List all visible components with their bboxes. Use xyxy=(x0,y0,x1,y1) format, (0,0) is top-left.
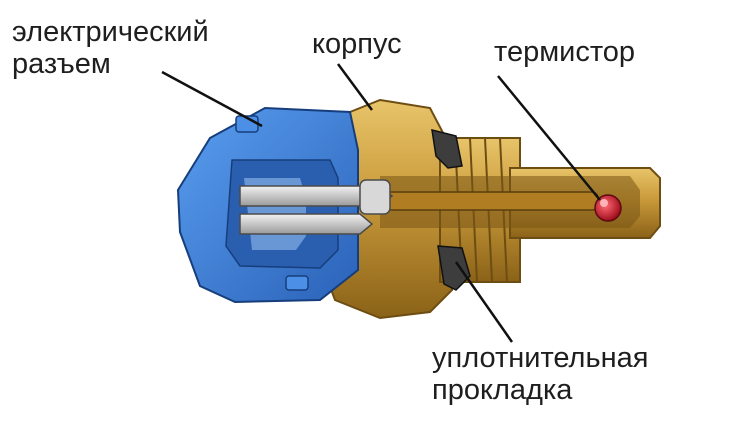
leader-line-thermistor xyxy=(497,75,601,201)
leader-lines xyxy=(161,63,601,343)
label-gasket-line1: уплотнительная xyxy=(432,342,649,374)
label-gasket-line2: прокладка xyxy=(432,374,573,406)
label-electric-connector-line2: разъем xyxy=(12,48,111,80)
label-electric-connector: электрический разъем xyxy=(12,16,209,80)
gasket xyxy=(431,128,471,291)
leader-line-gasket xyxy=(454,261,514,343)
label-housing: корпус xyxy=(312,28,402,60)
label-electric-connector-line1: электрический xyxy=(12,16,209,48)
connector-pins xyxy=(239,179,394,235)
label-thermistor: термистор xyxy=(494,36,636,68)
label-gasket: уплотнительная прокладка xyxy=(432,342,648,406)
thermistor-bead xyxy=(594,194,622,222)
leader-line-connector xyxy=(161,70,263,128)
leader-line-housing xyxy=(336,63,374,111)
